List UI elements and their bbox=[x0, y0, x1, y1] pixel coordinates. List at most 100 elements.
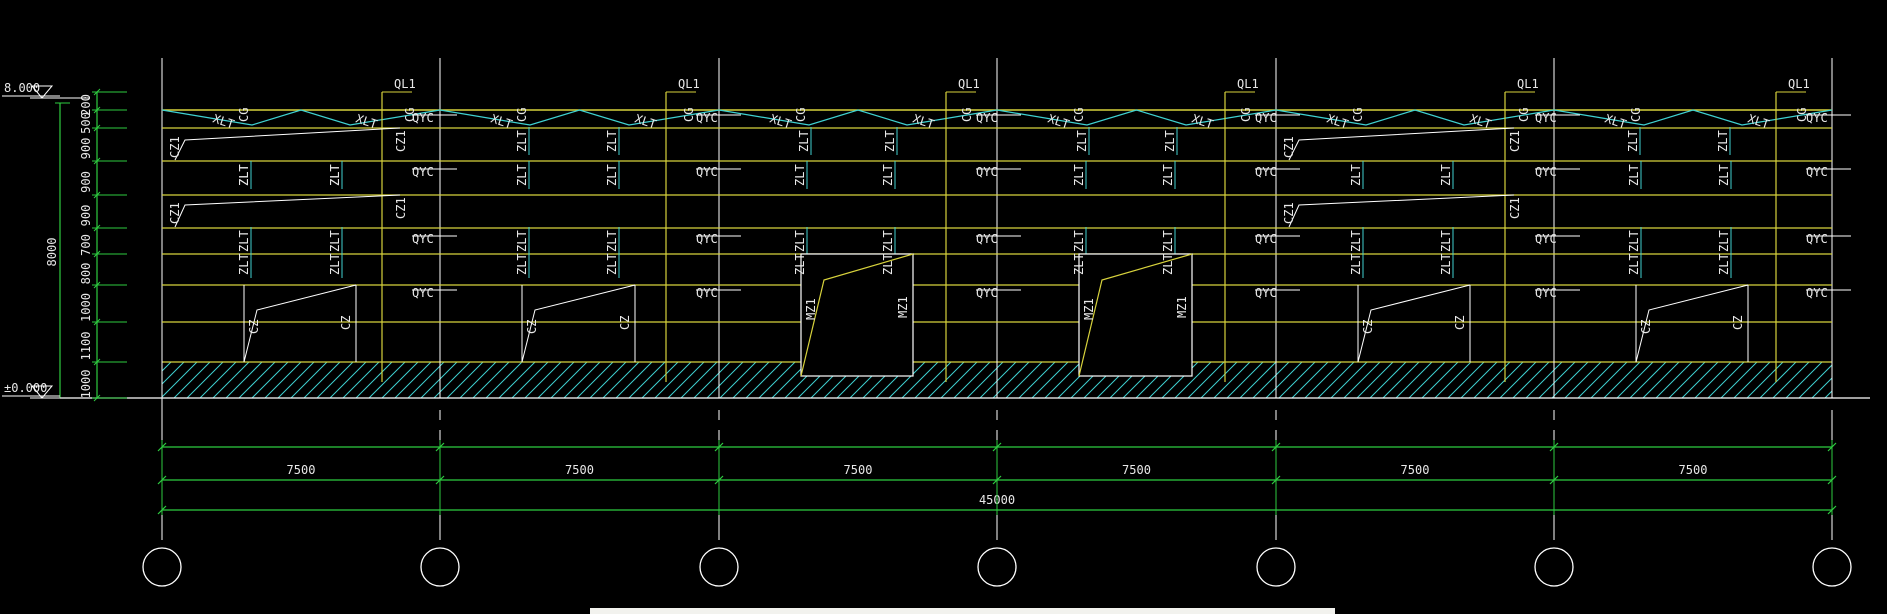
label-zlt: ZLT bbox=[1349, 230, 1363, 252]
hatch-line bbox=[498, 362, 536, 398]
hatch-line bbox=[1356, 362, 1394, 398]
height-slash-0 bbox=[93, 88, 101, 96]
roof-brace-3 bbox=[996, 109, 1277, 126]
hatch-line bbox=[511, 362, 549, 398]
label-qyc: QYC bbox=[412, 165, 434, 179]
hatch-line bbox=[459, 362, 497, 398]
total-height-label: 8000 bbox=[45, 238, 59, 267]
height-slash-4 bbox=[93, 191, 101, 199]
label-xlt: XLT bbox=[1603, 112, 1628, 132]
hatch-line bbox=[173, 362, 211, 398]
label-qyc: QYC bbox=[412, 232, 434, 246]
label-cz1: CZ1 bbox=[394, 197, 408, 219]
label-cz1: CZ1 bbox=[394, 130, 408, 152]
hatch-line bbox=[1538, 362, 1576, 398]
label-ql1: QL1 bbox=[1237, 77, 1259, 91]
hatch-line bbox=[1291, 362, 1329, 398]
label-cz1: CZ1 bbox=[1508, 197, 1522, 219]
dim-slash-bay-0 bbox=[157, 475, 167, 485]
label-zlt: ZLT bbox=[515, 164, 529, 186]
label-zlt: ZLT bbox=[1163, 130, 1177, 152]
hatch-line bbox=[1499, 362, 1537, 398]
hatch-line bbox=[1434, 362, 1472, 398]
axis-bubble-C bbox=[699, 547, 739, 587]
label-zlt: ZLT bbox=[881, 164, 895, 186]
axis-bubble-B bbox=[420, 547, 460, 587]
hatch-line bbox=[1668, 362, 1706, 398]
hatch-line bbox=[290, 362, 328, 398]
dim-slash-total-right bbox=[1827, 505, 1837, 515]
hatch-line bbox=[162, 362, 185, 385]
hatch-line bbox=[654, 362, 692, 398]
dim-slash-bay-1 bbox=[435, 475, 445, 485]
axis-bubble-E bbox=[1256, 547, 1296, 587]
hatch-line bbox=[1772, 362, 1810, 398]
hatch-line bbox=[342, 362, 380, 398]
hatch-line bbox=[1746, 362, 1784, 398]
hatch-line bbox=[953, 362, 991, 398]
label-zlt: ZLT bbox=[1161, 253, 1175, 275]
label-qyc: QYC bbox=[412, 111, 434, 125]
elevation-top-triangle bbox=[31, 85, 54, 99]
cz-window-sash bbox=[1635, 284, 1749, 363]
label-cz1: CZ1 bbox=[1508, 130, 1522, 152]
horizontal-scrollbar[interactable] bbox=[590, 608, 1335, 614]
mz1-door-frame bbox=[1078, 253, 1193, 377]
label-qyc: QYC bbox=[696, 286, 718, 300]
hatch-line bbox=[1864, 362, 1887, 398]
label-xlt: XLT bbox=[211, 112, 236, 132]
hatch-line bbox=[1551, 362, 1589, 398]
hatch-line bbox=[1005, 362, 1043, 398]
dim-slash-top-5 bbox=[1549, 442, 1559, 452]
hatch-line bbox=[1733, 362, 1771, 398]
hatch-line bbox=[1564, 362, 1602, 398]
hatch-lines bbox=[162, 362, 1887, 398]
hatch-line bbox=[1343, 362, 1381, 398]
hatch-line bbox=[1525, 362, 1563, 398]
label-zlt: ZLT bbox=[1349, 253, 1363, 275]
hatch-line bbox=[1798, 364, 1832, 398]
roof-brace-5 bbox=[1553, 109, 1833, 126]
label-qyc: QYC bbox=[1806, 286, 1828, 300]
hatch-line bbox=[992, 362, 1030, 398]
segment-height-label-0: 200 bbox=[79, 94, 93, 116]
label-zlt: ZLT bbox=[605, 253, 619, 275]
hatch-line bbox=[1408, 362, 1446, 398]
bay-dim-label-0: 7500 bbox=[287, 463, 316, 477]
hatch-line bbox=[550, 362, 588, 398]
label-zlt: ZLT bbox=[1072, 253, 1086, 275]
hatch-line bbox=[277, 362, 315, 398]
label-zlt: ZLT bbox=[515, 130, 529, 152]
hatch-line bbox=[576, 362, 614, 398]
hatch-line bbox=[162, 362, 198, 398]
hatch-line bbox=[628, 362, 666, 398]
dimension-lines bbox=[2, 85, 1852, 587]
label-zlt: ZLT bbox=[328, 164, 342, 186]
hatch-line bbox=[1655, 362, 1693, 398]
height-slash-2 bbox=[93, 124, 101, 132]
label-zlt: ZLT bbox=[1627, 253, 1641, 275]
label-cz1: CZ1 bbox=[1282, 202, 1296, 224]
hatch-line bbox=[355, 362, 393, 398]
label-cg: CG bbox=[682, 108, 696, 122]
hatch-line bbox=[693, 362, 731, 398]
label-cg: CG bbox=[794, 108, 808, 122]
label-cz1: CZ1 bbox=[1282, 136, 1296, 158]
hatch-line bbox=[225, 362, 263, 398]
label-xlt: XLT bbox=[1468, 112, 1493, 132]
hatch-line bbox=[381, 362, 419, 398]
hatch-line bbox=[1317, 362, 1355, 398]
hatch-line bbox=[1681, 362, 1719, 398]
bay-dim-label-4: 7500 bbox=[1401, 463, 1430, 477]
hatch-line bbox=[1811, 377, 1832, 398]
elevation-top: 8.000 bbox=[4, 81, 40, 95]
hatch-line bbox=[1851, 362, 1887, 398]
label-mz1: MZ1 bbox=[804, 298, 818, 320]
label-zlt: ZLT bbox=[1627, 164, 1641, 186]
hatch-line bbox=[1473, 362, 1511, 398]
segment-height-label-2: 900 bbox=[79, 138, 93, 160]
hatch-line bbox=[745, 362, 783, 398]
dim-slash-top-0 bbox=[157, 442, 167, 452]
dim-slash-top-2 bbox=[714, 442, 724, 452]
